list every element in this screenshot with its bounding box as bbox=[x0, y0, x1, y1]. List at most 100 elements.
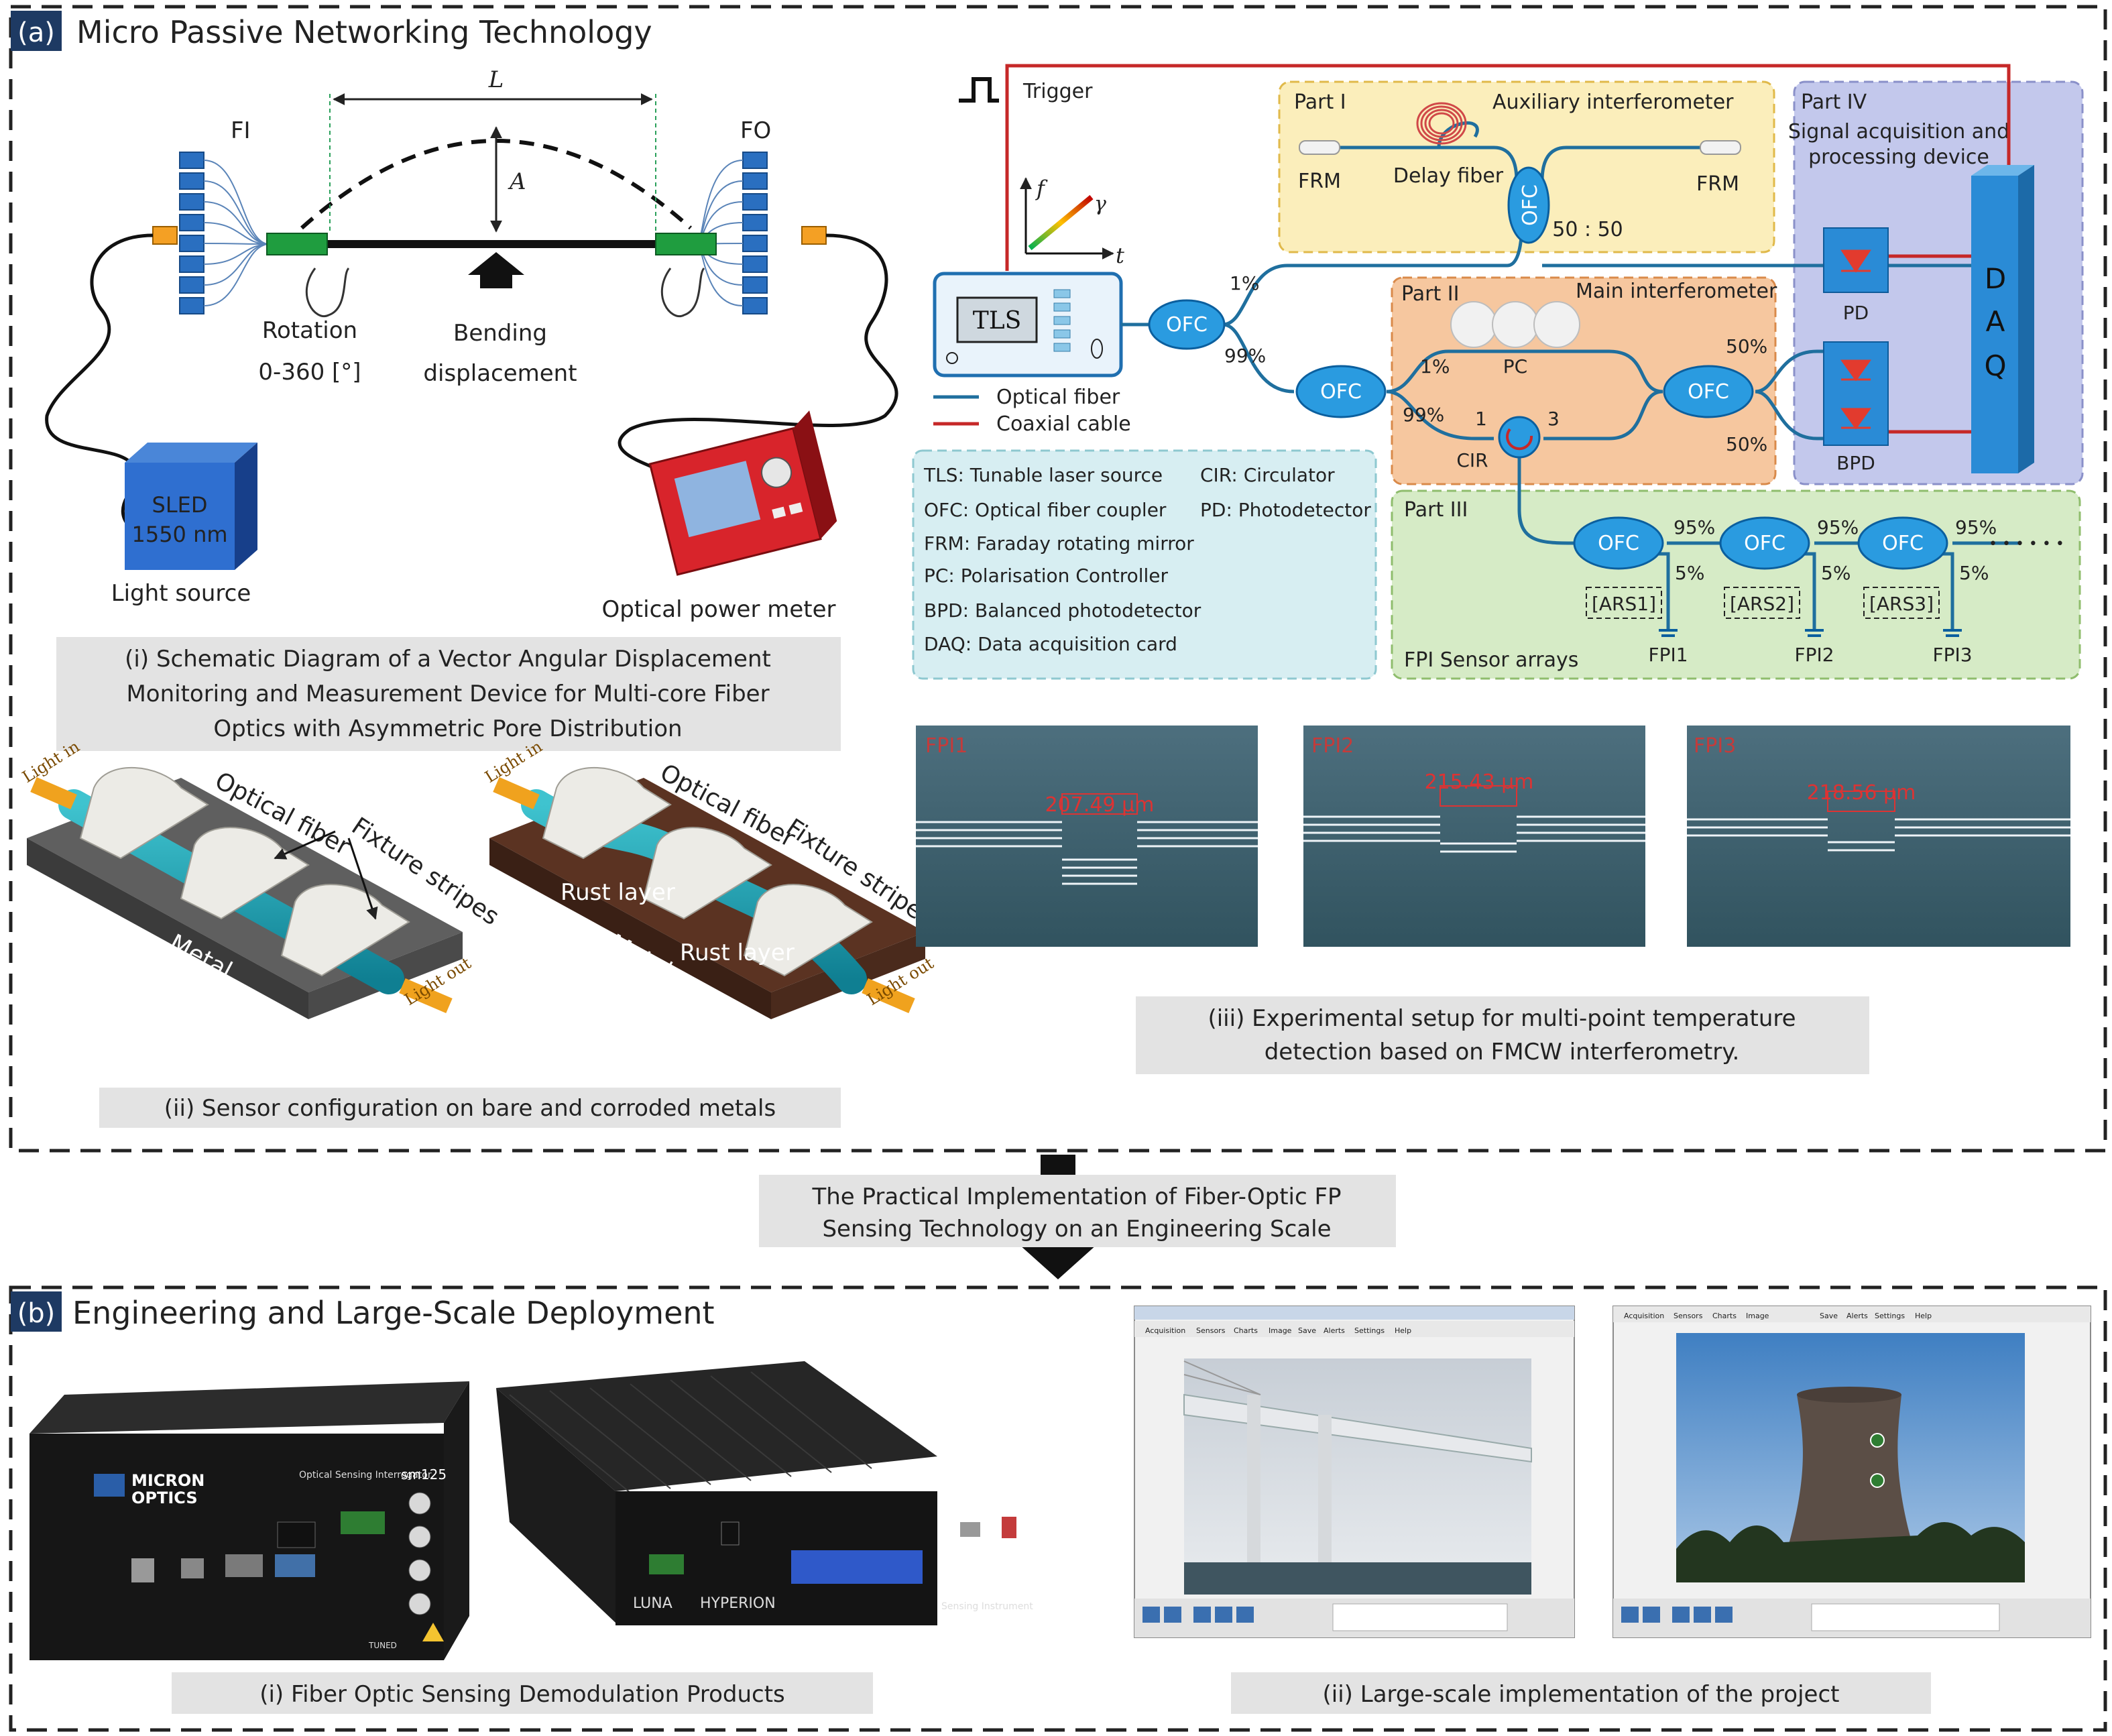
pct-5-3: 5% bbox=[1959, 562, 1989, 584]
sw1-tab-acquisition[interactable]: Acquisition bbox=[1145, 1326, 1185, 1335]
pct-95-2: 95% bbox=[1817, 516, 1859, 538]
sw2-tab-charts[interactable]: Charts bbox=[1712, 1312, 1737, 1320]
sw2-tab-save[interactable]: Save bbox=[1820, 1312, 1838, 1320]
sw2-tab-sensors[interactable]: Sensors bbox=[1674, 1312, 1703, 1320]
fan-in-channels bbox=[179, 152, 204, 314]
sw2-tab-acquisition[interactable]: Acquisition bbox=[1624, 1312, 1664, 1320]
dev1-brand-1: MICRON bbox=[131, 1471, 204, 1490]
rust-layer-label-1: Rust layer bbox=[561, 879, 675, 906]
ofc-array-1 bbox=[1573, 516, 1664, 570]
ofc-part-ii-in-label: OFC bbox=[1320, 380, 1362, 404]
panel-a-tag-bg bbox=[11, 11, 62, 51]
rotation-label: Rotation bbox=[262, 317, 357, 344]
dev2-label: Sensing Instrument bbox=[941, 1601, 1033, 1612]
legend-cir: CIR: Circulator bbox=[1200, 464, 1335, 486]
sw1-tab-help[interactable]: Help bbox=[1395, 1326, 1411, 1335]
ofc-part-ii-out bbox=[1663, 365, 1754, 418]
photodetector-icon bbox=[1823, 227, 1889, 293]
rotation-arrow-icon bbox=[305, 267, 350, 317]
frm-left-icon bbox=[1299, 140, 1340, 155]
axis-f-label: f bbox=[1035, 176, 1048, 201]
device-si255: LUNA HYPERION Sensing Instrument si255 bbox=[496, 1361, 1069, 1625]
ratio-label: 50 : 50 bbox=[1552, 218, 1623, 241]
micro-2-value: 215.43 μm bbox=[1425, 770, 1534, 794]
bending-arrow-icon bbox=[468, 252, 524, 288]
daq-letter-q: Q bbox=[1984, 349, 2006, 382]
panel-b-caption-ii-bg bbox=[1231, 1672, 1931, 1714]
transition-text-2: Sensing Technology on an Engineering Sca… bbox=[822, 1216, 1331, 1242]
sub-i-caption-3: Optics with Asymmetric Pore Distribution bbox=[213, 715, 682, 742]
part-i-label: Part I bbox=[1294, 91, 1346, 114]
frm-right-icon bbox=[1700, 140, 1741, 155]
sw1-tab-alerts[interactable]: Alerts bbox=[1324, 1326, 1345, 1335]
dev1-brand-2: OPTICS bbox=[131, 1489, 198, 1507]
sw1-tab-save[interactable]: Save bbox=[1298, 1326, 1316, 1335]
dev1-model: sm125 bbox=[401, 1466, 447, 1483]
circulator-icon bbox=[1498, 416, 1541, 459]
legend-frm: FRM: Faraday rotating mirror bbox=[924, 532, 1194, 555]
transition-caption-bg bbox=[759, 1175, 1396, 1247]
ofc-array-2-label: OFC bbox=[1744, 532, 1785, 555]
cir-label: CIR bbox=[1456, 449, 1488, 471]
balanced-photodetector-icon bbox=[1823, 341, 1889, 446]
delay-fiber-label: Delay fiber bbox=[1393, 164, 1504, 188]
legend-bpd: BPD: Balanced photodetector bbox=[924, 599, 1201, 622]
legend-ofc: OFC: Optical fiber coupler bbox=[924, 499, 1167, 521]
sw2-tab-image[interactable]: Image bbox=[1746, 1312, 1769, 1320]
micrograph-fpi3: FPI3 218.56 μm bbox=[1687, 726, 2070, 947]
signal-acq-label-2: processing device bbox=[1808, 146, 1989, 169]
part-ii-label: Part II bbox=[1401, 282, 1459, 306]
fpi-array-label: FPI Sensor arrays bbox=[1404, 648, 1578, 672]
ofc-array-3-label: OFC bbox=[1882, 532, 1924, 555]
axis-t-label: t bbox=[1116, 243, 1124, 268]
ofc-part-ii-in bbox=[1295, 365, 1387, 418]
sub-ii-caption-bg bbox=[99, 1088, 841, 1128]
sub-ii-sensor-config: Light in Light out Optical fiber Fixture… bbox=[19, 737, 939, 1128]
legend-pc: PC: Polarisation Controller bbox=[924, 565, 1169, 587]
length-label: L bbox=[488, 66, 504, 93]
sub-iii-caption-bg bbox=[1136, 996, 1869, 1074]
sw2-tab-alerts[interactable]: Alerts bbox=[1846, 1312, 1868, 1320]
frm-right-label: FRM bbox=[1696, 172, 1739, 196]
ofc-part-i-label: OFC bbox=[1519, 184, 1542, 226]
pct-95-3: 95% bbox=[1955, 516, 1997, 538]
sw1-tab-settings[interactable]: Settings bbox=[1354, 1326, 1385, 1335]
dev2-sub: HYPERION bbox=[700, 1595, 776, 1612]
fpi-1-label: FPI1 bbox=[1648, 644, 1688, 666]
rust-layer-label-2: Rust layer bbox=[680, 939, 795, 966]
trigger-label: Trigger bbox=[1022, 80, 1093, 103]
micro-3-value: 218.56 μm bbox=[1807, 781, 1916, 805]
sw2-tab-help[interactable]: Help bbox=[1915, 1312, 1932, 1320]
dev2-brand: LUNA bbox=[633, 1595, 672, 1612]
sub-iii-caption-2: detection based on FMCW interferometry. bbox=[1265, 1039, 1740, 1065]
panel-a-tag: (a) bbox=[17, 17, 55, 48]
delay-fiber-coil-icon bbox=[1416, 102, 1467, 145]
sled-wavelength: 1550 nm bbox=[131, 522, 227, 547]
pct-5-1: 5% bbox=[1675, 562, 1704, 584]
sw2-tab-settings[interactable]: Settings bbox=[1875, 1312, 1905, 1320]
sub-iii-caption-1: (iii) Experimental setup for multi-point… bbox=[1208, 1005, 1796, 1032]
fpi-3-label: FPI3 bbox=[1932, 644, 1972, 666]
micro-2-tag: FPI2 bbox=[1311, 734, 1354, 758]
sw1-tab-image[interactable]: Image bbox=[1269, 1326, 1292, 1335]
sled-light-source-icon bbox=[125, 443, 257, 570]
tls-label: TLS bbox=[973, 307, 1022, 335]
sub-iii-fmcw-setup: Part I Auxiliary interferometer Part II … bbox=[912, 64, 2084, 1074]
ofc-main bbox=[1148, 299, 1226, 350]
daq-letter-d: D bbox=[1985, 262, 2006, 295]
rotation-range-label: 0-360 [°] bbox=[258, 359, 361, 386]
sw1-tab-sensors[interactable]: Sensors bbox=[1196, 1326, 1226, 1335]
cir-port-1: 1 bbox=[1475, 408, 1487, 430]
sw1-tab-charts[interactable]: Charts bbox=[1234, 1326, 1258, 1335]
axis-gamma-label: γ bbox=[1094, 192, 1106, 216]
sub-i-schematic: FI FO L A Bending displacement Rotation … bbox=[45, 66, 898, 751]
light-in-label-1: Light in bbox=[19, 737, 82, 787]
pc-label: PC bbox=[1503, 355, 1527, 378]
bending-label-1: Bending bbox=[453, 320, 547, 347]
bridge-photo bbox=[1184, 1358, 1531, 1595]
pct-1-part-ii: 1% bbox=[1420, 355, 1450, 378]
frm-left-label: FRM bbox=[1298, 170, 1341, 193]
micrograph-fpi1: FPI1 207.49 μm bbox=[916, 726, 1258, 947]
panel-a-title: Micro Passive Networking Technology bbox=[76, 14, 652, 50]
